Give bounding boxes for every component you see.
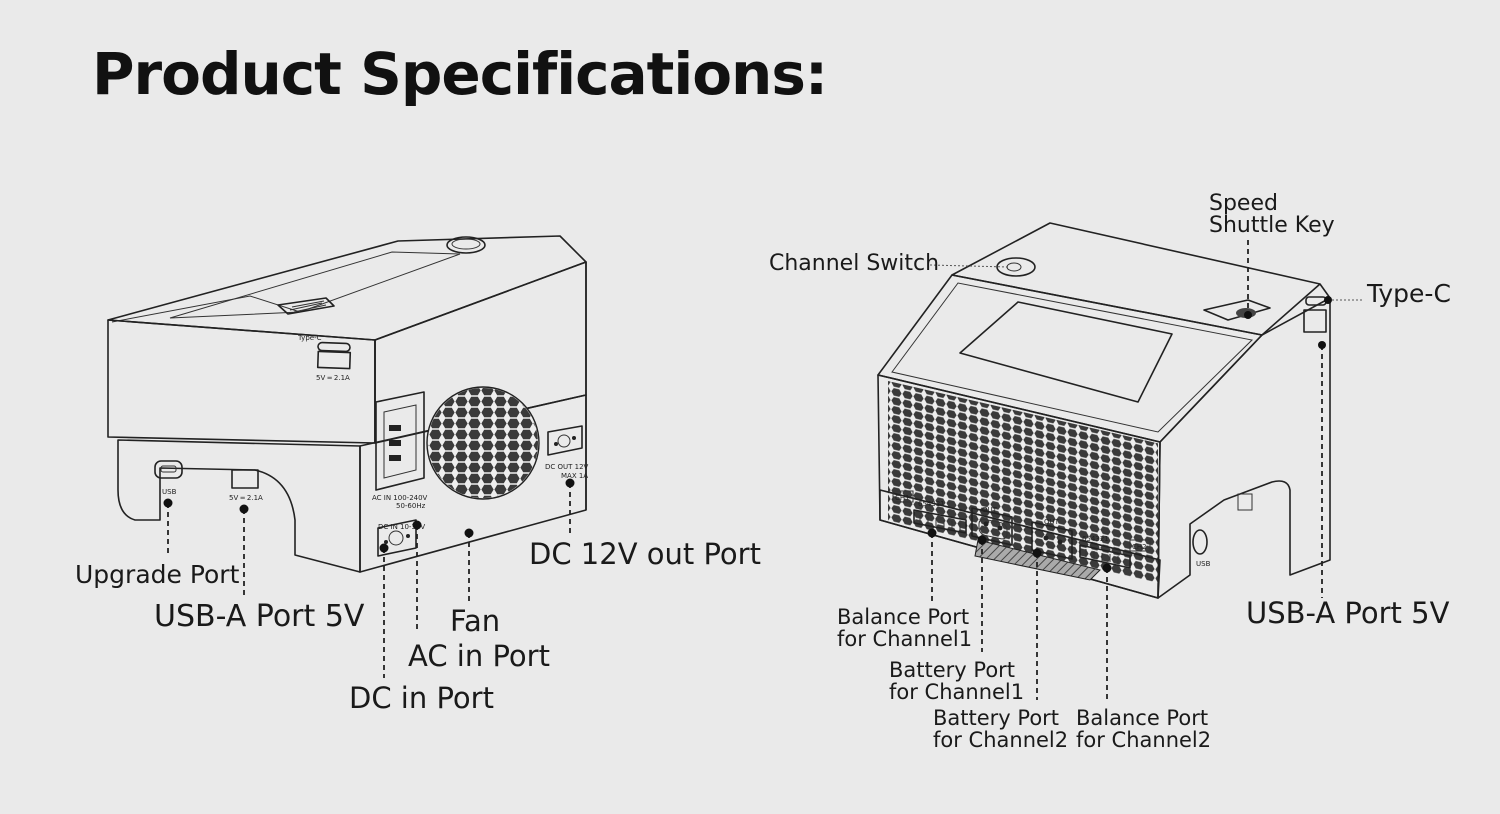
right-usb-label: USB xyxy=(1196,560,1211,568)
right-device-illustration: CH1 654321 OUT OUT 654321 CH2 USB xyxy=(877,222,1331,599)
label-battery-ch1-1: Battery Port xyxy=(889,658,1015,682)
label-speed-shuttle-key-2: Shuttle Key xyxy=(1209,213,1335,238)
left-usb-label: USB xyxy=(162,488,177,496)
right-leader-lines xyxy=(927,240,1364,700)
left-dc-out-marking-1: DC OUT 12V xyxy=(545,463,589,471)
left-ac-in-marking-2: 50-60Hz xyxy=(396,502,426,510)
label-usb-a-port-right: USB-A Port 5V xyxy=(1246,596,1450,630)
label-dc-out-port: DC 12V out Port xyxy=(529,537,761,571)
left-ac-in-marking-1: AC IN 100-240V xyxy=(372,494,428,502)
right-out-ch2-marking: OUT xyxy=(1044,518,1060,526)
right-ch2-marking: CH2 xyxy=(1132,543,1147,551)
label-battery-ch2-2: for Channel2 xyxy=(933,728,1068,752)
label-speed-shuttle-key-1: Speed xyxy=(1209,191,1278,216)
label-channel-switch: Channel Switch xyxy=(769,251,939,276)
label-usb-a-port-left: USB-A Port 5V xyxy=(154,599,365,634)
right-pins-ch1: 654321 xyxy=(918,500,945,508)
left-type-c-marking: Type-C xyxy=(297,334,322,342)
left-fan-grille xyxy=(426,386,540,500)
left-usb-rating-side: 5V ═ 2.1A xyxy=(229,494,263,502)
label-ac-in-port: AC in Port xyxy=(408,639,550,673)
label-balance-ch1-2: for Channel1 xyxy=(837,627,972,651)
left-device-illustration: Type-C 5V ═ 2.1A USB 5V ═ 2.1A AC IN 100… xyxy=(107,235,589,573)
label-balance-ch2-1: Balance Port xyxy=(1076,706,1208,730)
label-battery-ch2-1: Battery Port xyxy=(933,706,1059,730)
right-pins-ch2: 654321 xyxy=(1082,535,1109,543)
label-type-c-right: Type-C xyxy=(1366,279,1451,308)
left-leader-lines xyxy=(163,478,575,678)
label-dc-in-port: DC in Port xyxy=(349,681,494,715)
label-balance-ch1-1: Balance Port xyxy=(837,605,969,629)
label-battery-ch1-2: for Channel1 xyxy=(889,680,1024,704)
left-usb-rating-top: 5V ═ 2.1A xyxy=(316,374,350,382)
label-upgrade-port: Upgrade Port xyxy=(75,560,240,589)
right-ch1-marking: CH1 xyxy=(895,494,910,502)
label-fan: Fan xyxy=(450,604,500,638)
label-balance-ch2-2: for Channel2 xyxy=(1076,728,1211,752)
page-title: Product Specifications: xyxy=(92,40,828,108)
left-dc-out-marking-2: MAX 1A xyxy=(561,472,588,480)
left-dc-in-marking: DC IN 10-30V xyxy=(378,523,425,531)
right-out-ch1-marking: OUT xyxy=(982,506,998,514)
